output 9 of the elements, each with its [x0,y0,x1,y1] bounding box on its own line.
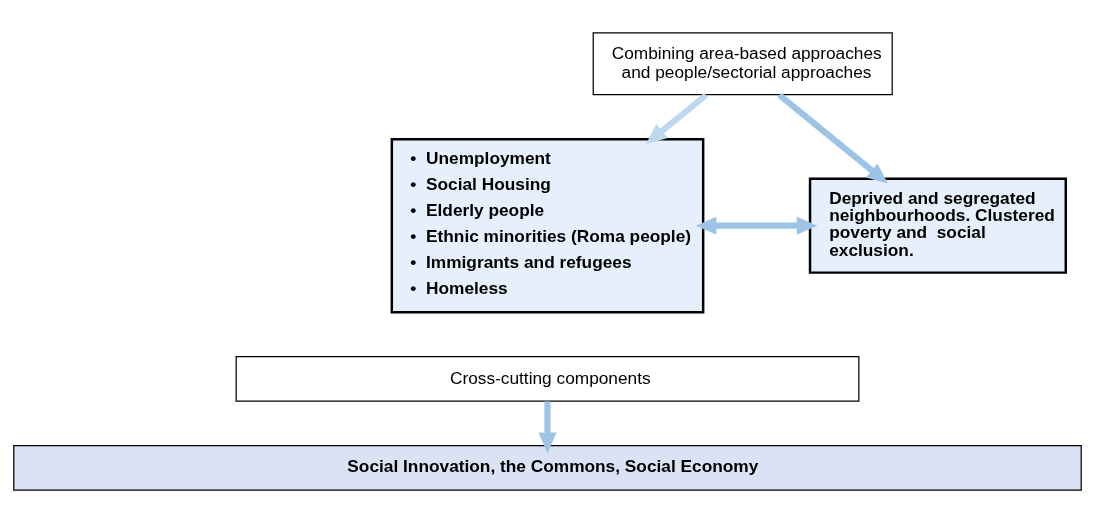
node-box: Combining area-based approaches and people/sectorial approaches [592,31,893,95]
node-box: Social Innovation, the Commons, Social Economy [13,444,1082,491]
node-box: Cross-cutting components [235,355,860,402]
arrow [777,92,888,183]
arrow [695,216,818,235]
node-box: • Unemployment • Social Housing • Elderly people • Ethnic minorities (Roma people) • Immigrants and refugees • Homeless [390,137,705,313]
node-box: Deprived and segregated neighbourhoods. Clustered poverty and social exclusion. [808,177,1067,274]
arrow [646,92,708,144]
arrow [538,401,557,453]
